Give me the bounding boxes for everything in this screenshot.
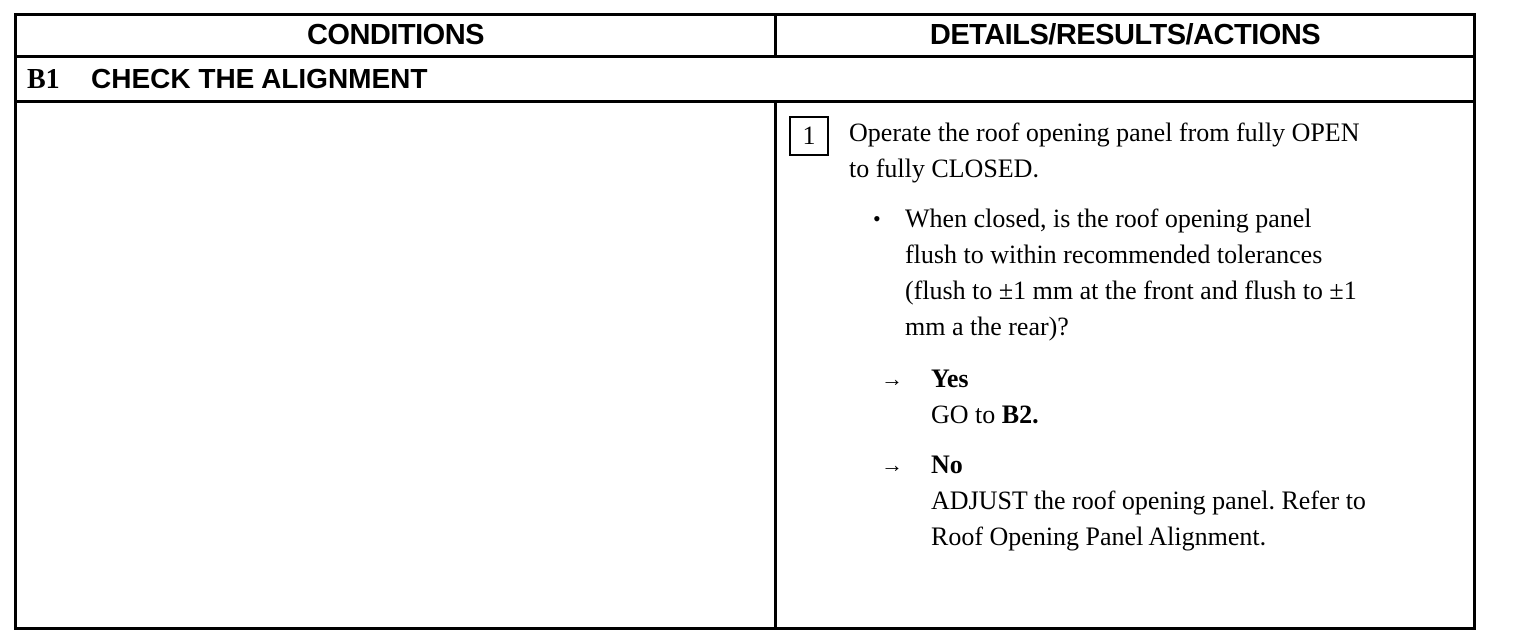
question-line-3: (flush to ±1 mm at the front and flush t… — [905, 276, 1357, 305]
section-title: CHECK THE ALIGNMENT — [91, 63, 428, 94]
yes-action: GO to B2. — [931, 397, 1471, 433]
step-number-box: 1 — [789, 116, 829, 156]
no-label: No — [931, 450, 963, 479]
section-heading-row: B1 CHECK THE ALIGNMENT — [17, 58, 1473, 103]
yes-action-target: B2. — [1001, 400, 1039, 429]
question-line-4: mm a the rear)? — [905, 312, 1069, 341]
no-action: ADJUST the roof opening panel. Refer to … — [931, 483, 1471, 555]
details-column-header: DETAILS/RESULTS/ACTIONS — [929, 19, 1321, 51]
no-action-line-1: ADJUST the roof opening panel. Refer to — [931, 486, 1366, 515]
no-action-line-2: Roof Opening Panel Alignment. — [931, 522, 1267, 551]
conditions-column-header: CONDITIONS — [306, 19, 485, 51]
diagnostic-table: CONDITIONS DETAILS/RESULTS/ACTIONS B1 CH… — [14, 13, 1476, 630]
table-header-row: CONDITIONS DETAILS/RESULTS/ACTIONS — [17, 16, 1473, 58]
body-column-divider — [774, 100, 777, 627]
bullet-icon: • — [873, 206, 881, 231]
step-instruction-line-1: Operate the roof opening panel from full… — [849, 118, 1360, 147]
yes-action-prefix: GO to — [931, 400, 1002, 429]
question-line-2: flush to within recommended tolerances — [905, 240, 1323, 269]
header-column-divider — [774, 16, 777, 58]
yes-label: Yes — [931, 364, 969, 393]
arrow-right-icon: → — [881, 452, 903, 477]
question-line-1: When closed, is the roof opening panel — [905, 204, 1312, 233]
step-instruction-line-2: to fully CLOSED. — [849, 154, 1039, 183]
question-text: When closed, is the roof opening panel f… — [905, 201, 1465, 345]
details-cell: 1 Operate the roof opening panel from fu… — [777, 103, 1473, 627]
arrow-right-icon: → — [881, 366, 903, 391]
section-id: B1 — [27, 64, 60, 95]
step-instruction: Operate the roof opening panel from full… — [849, 115, 1469, 187]
